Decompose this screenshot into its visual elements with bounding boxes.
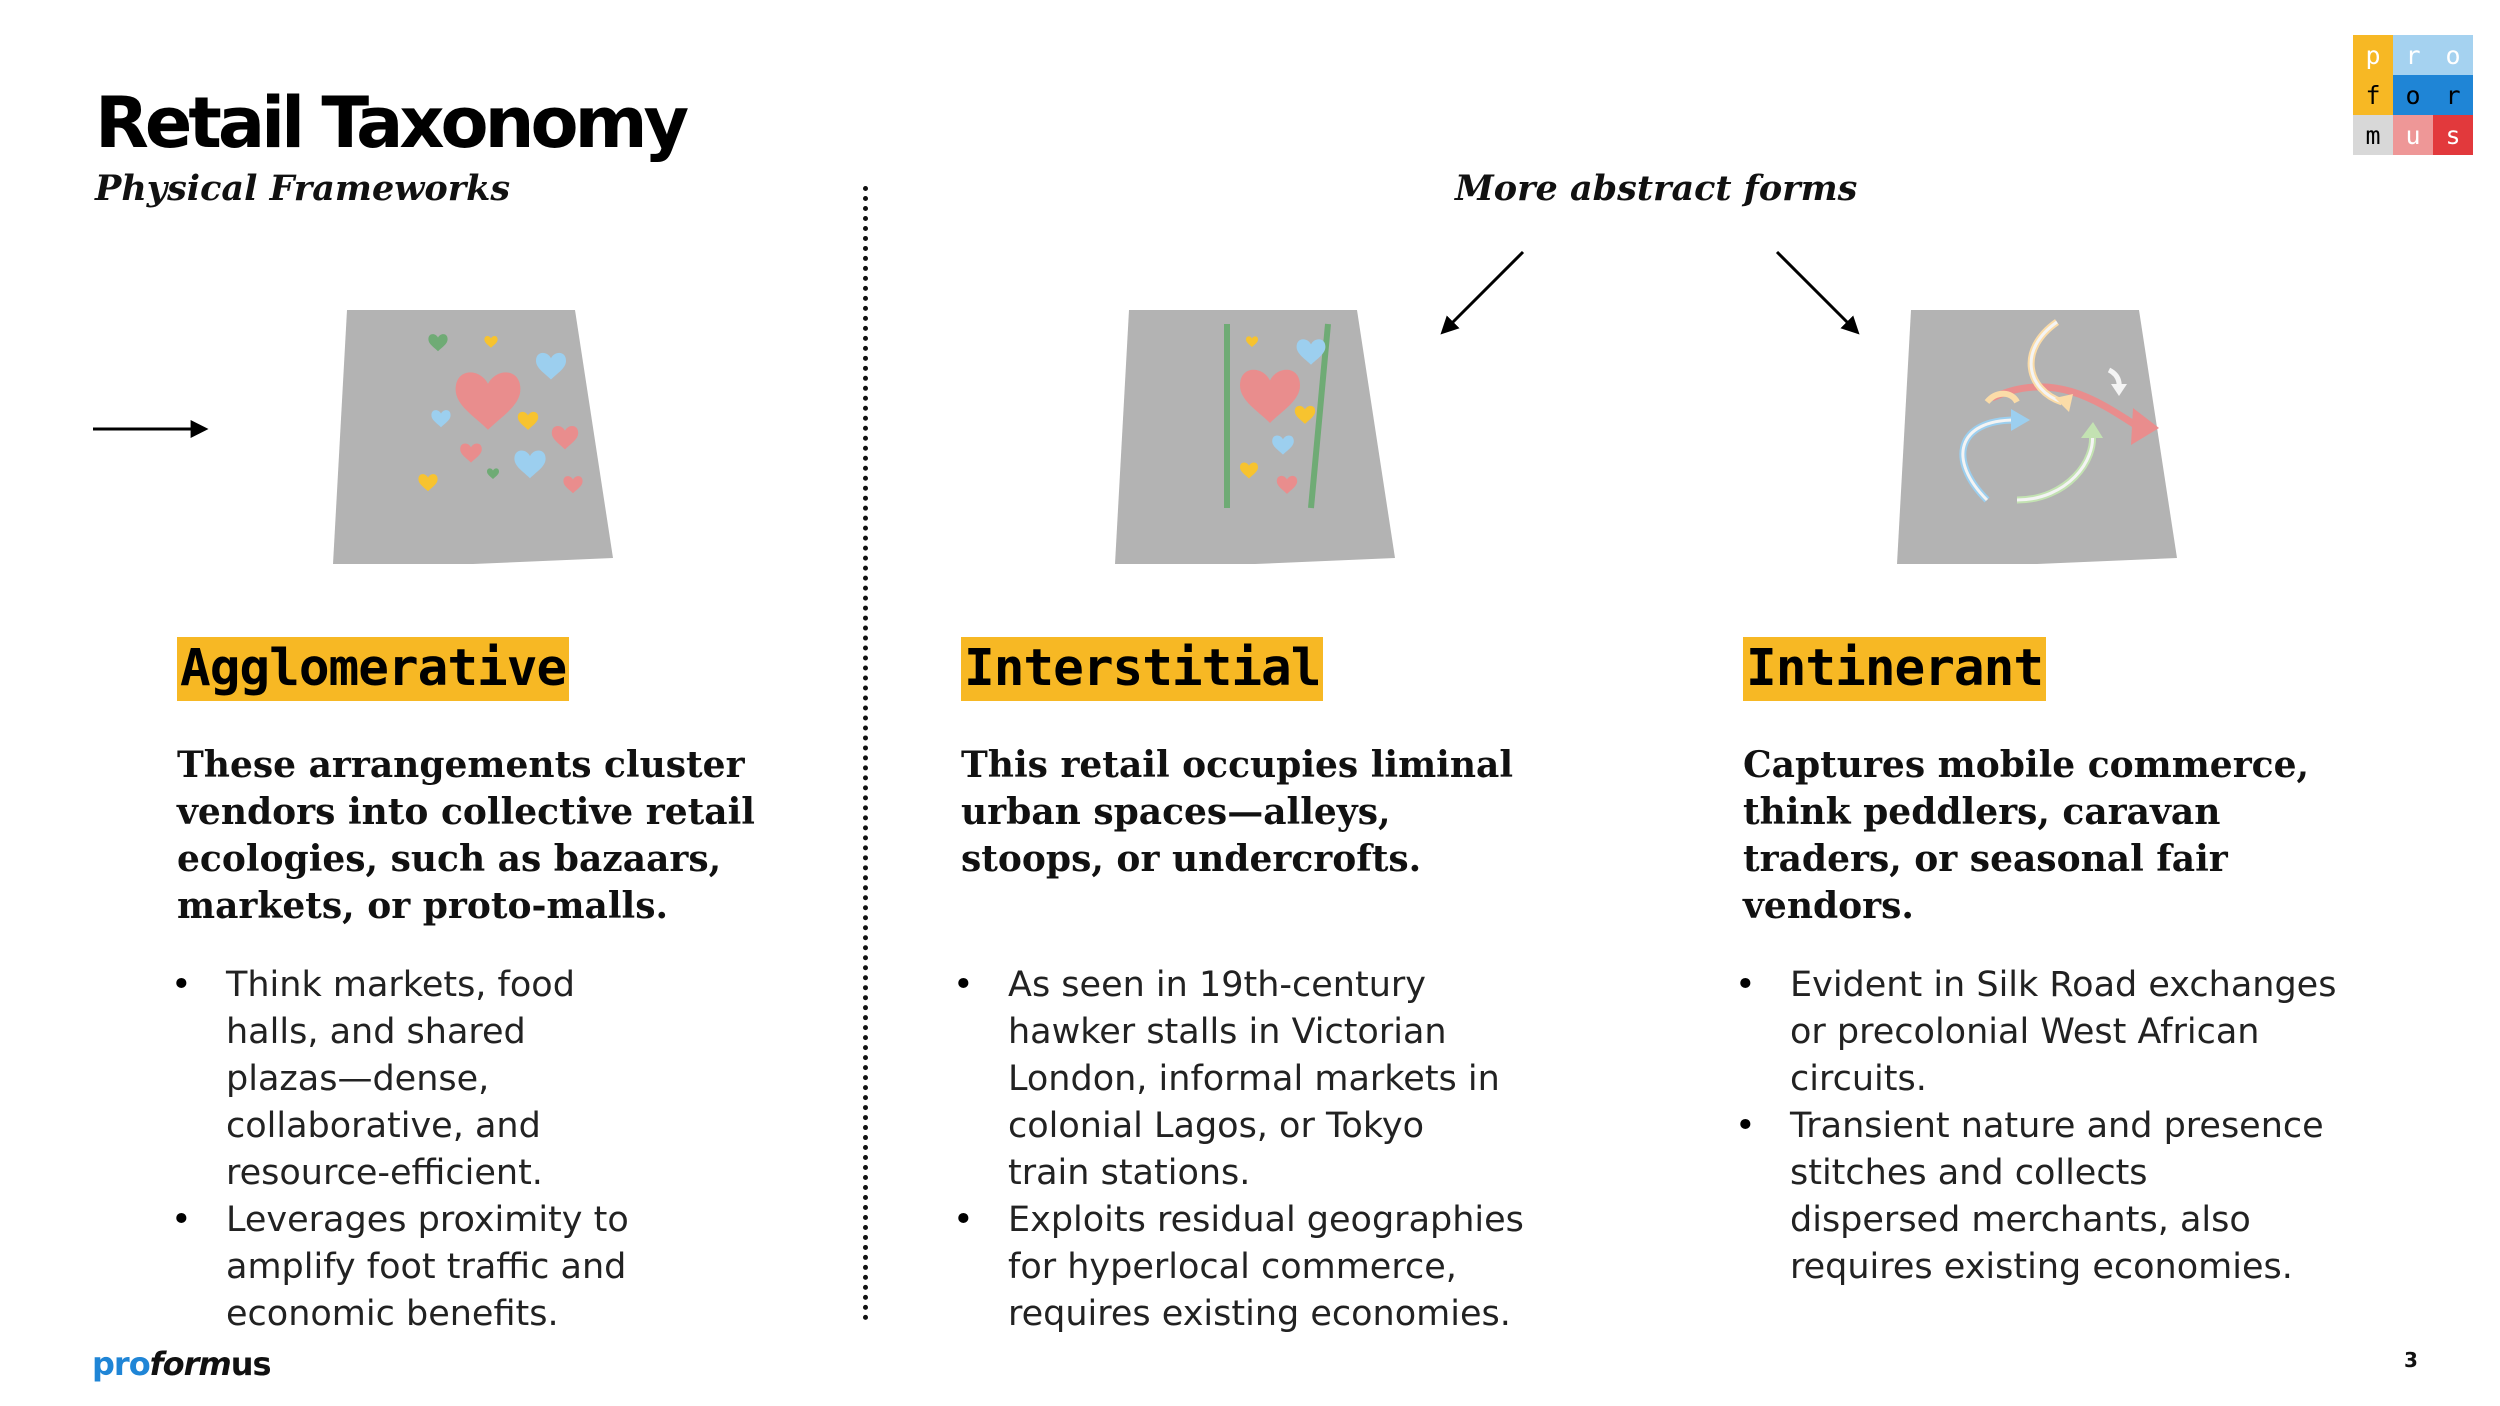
logo-cell: p (2353, 35, 2393, 75)
logo-cell: u (2393, 115, 2433, 155)
proformus-logo: p r o f o r m u s (2353, 35, 2473, 155)
interstitial-bullets: As seen in 19th-century hawker stalls in… (953, 962, 1553, 1338)
gray-lot-shape (333, 310, 613, 564)
logo-cell: m (2353, 115, 2393, 155)
list-item: Transient nature and presence stitches a… (1735, 1103, 2355, 1291)
list-item: As seen in 19th-century hawker stalls in… (953, 962, 1553, 1197)
route-arrow-icon (1961, 418, 2016, 502)
page-number: 3 (2404, 1348, 2418, 1372)
route-arrow-icon (2016, 431, 2095, 502)
brand-pro: pro (92, 1345, 151, 1383)
brand-form: form (149, 1345, 232, 1383)
logo-cell: o (2433, 35, 2473, 75)
agglomerative-illustration (333, 310, 613, 564)
gray-lot-shape (1115, 310, 1395, 564)
brand-us: us (230, 1345, 272, 1383)
route-arrow-icon (1990, 383, 2139, 429)
gray-lot-shape (1897, 310, 2177, 564)
arrowhead-icon (2111, 384, 2127, 396)
itinerant-illustration (1897, 310, 2177, 564)
agglomerative-description: These arrangements cluster vendors into … (177, 744, 755, 927)
slide-title: Retail Taxonomy (95, 82, 689, 164)
list-item: Leverages proximity to amplify foot traf… (171, 1197, 791, 1338)
route-arrow-icon (2029, 320, 2063, 404)
interstitial-heading: Interstitial (961, 637, 1324, 701)
route-arrow-icon (1984, 390, 2020, 405)
list-item: Think markets, food halls, and shared pl… (171, 962, 791, 1197)
slide-subtitle: Physical Frameworks (95, 168, 511, 209)
intinerant-bullets: Evident in Silk Road exchanges or precol… (1735, 962, 2355, 1291)
intinerant-description: Captures mobile commerce, think peddlers… (1743, 744, 2310, 927)
down-right-arrow-icon (1775, 250, 1860, 335)
column-divider (863, 186, 868, 1321)
footer-brand-logo: proformus (92, 1345, 272, 1383)
green-line (1308, 323, 1331, 509)
arrowhead-icon (2011, 409, 2030, 431)
logo-cell: o (2393, 75, 2433, 115)
intinerant-heading: Intinerant (1743, 637, 2047, 701)
arrowhead-icon (2055, 394, 2073, 412)
logo-cell: s (2433, 115, 2473, 155)
abstract-forms-label: More abstract forms (1455, 168, 1858, 209)
logo-cell: r (2433, 75, 2473, 115)
arrowhead-icon (2081, 422, 2103, 438)
agglomerative-bullets: Think markets, food halls, and shared pl… (171, 962, 791, 1338)
list-item: Exploits residual geographies for hyperl… (953, 1197, 1553, 1338)
list-item: Evident in Silk Road exchanges or precol… (1735, 962, 2355, 1103)
agglomerative-heading: Agglomerative (177, 637, 570, 701)
down-left-arrow-icon (1440, 250, 1525, 335)
interstitial-description: This retail occupies liminal urban space… (961, 744, 1514, 880)
interstitial-illustration (1115, 310, 1395, 564)
logo-cell: r (2393, 35, 2433, 75)
arrowhead-icon (2131, 408, 2159, 445)
logo-cell: f (2353, 75, 2393, 115)
